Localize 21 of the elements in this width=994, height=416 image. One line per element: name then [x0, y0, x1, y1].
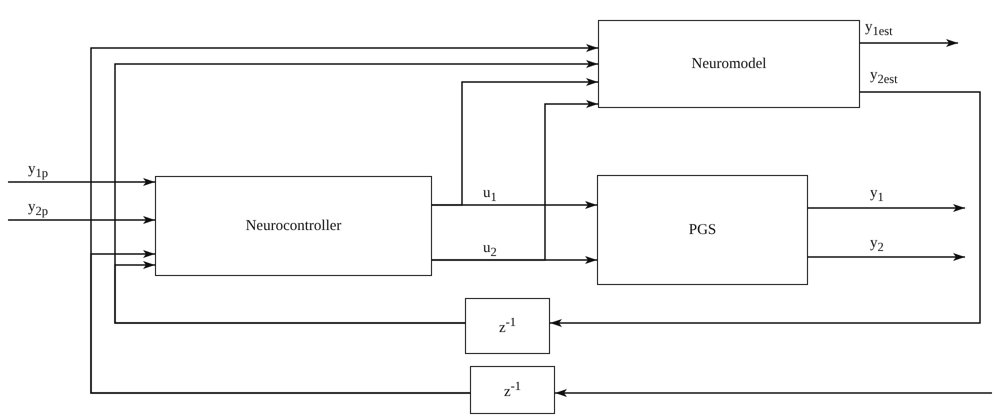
arrow — [808, 204, 965, 212]
arrow — [8, 178, 155, 186]
arrow — [555, 389, 992, 397]
arrow — [90, 250, 470, 394]
arrow — [8, 216, 155, 224]
arrow — [432, 78, 598, 206]
block-box — [598, 20, 860, 108]
block-label: PGS — [688, 222, 716, 238]
block-box — [597, 175, 808, 285]
arrow — [432, 100, 598, 261]
block-label: Neuromodel — [692, 56, 766, 72]
block-label: z$^{-1}$ — [498, 315, 516, 337]
arrow — [808, 253, 965, 261]
block-box — [155, 176, 432, 276]
arrow — [860, 39, 958, 47]
arrow — [550, 91, 981, 327]
block-box — [465, 298, 550, 354]
block-label: z$^{-1}$ — [504, 379, 522, 401]
block-label: Neurocontroller — [246, 218, 342, 234]
arrow — [114, 261, 465, 324]
block-box — [470, 366, 555, 414]
